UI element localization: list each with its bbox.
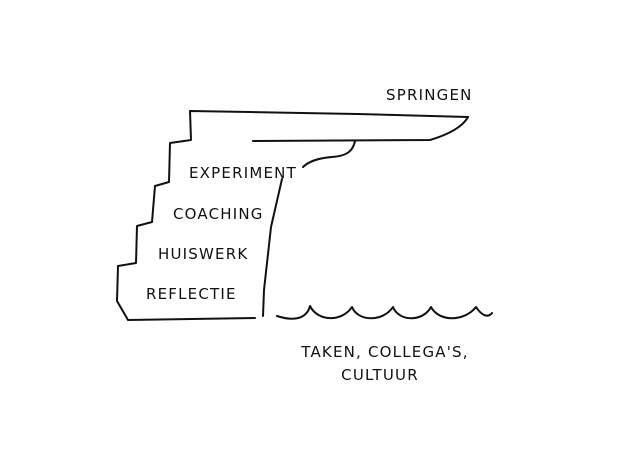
water-label-line2: CULTUUR xyxy=(341,366,419,384)
label-springen: SPRINGEN xyxy=(386,86,473,104)
step-label-coaching: COACHING xyxy=(173,205,264,223)
step-label-experiment: EXPERIMENT xyxy=(189,164,297,182)
water-label-line1: TAKEN, COLLEGA'S, xyxy=(300,343,469,361)
staircase-outline xyxy=(116,110,469,321)
staircase-front-edge xyxy=(262,178,283,317)
board-support xyxy=(302,140,356,168)
water-waves xyxy=(276,305,493,320)
step-label-huiswerk: HUISWERK xyxy=(158,245,248,263)
step-label-reflectie: REFLECTIE xyxy=(146,285,237,303)
diving-board xyxy=(252,116,469,142)
